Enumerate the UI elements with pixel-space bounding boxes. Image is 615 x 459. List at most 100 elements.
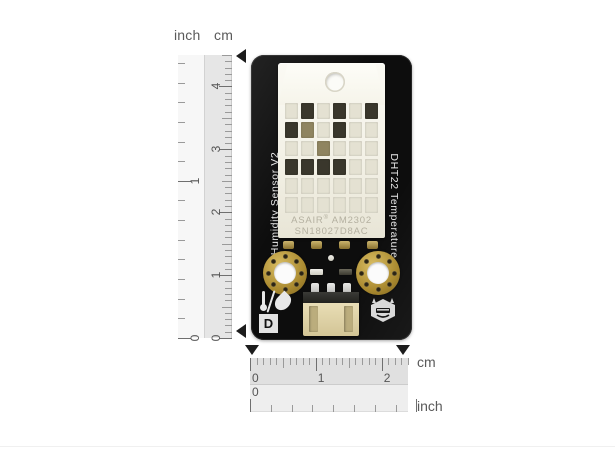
cm-tick <box>225 199 232 201</box>
via-pad <box>282 254 288 259</box>
mounting-hole-left <box>263 251 307 295</box>
mesh-cell <box>333 178 346 195</box>
sensor-brand: ASAIR <box>291 215 324 227</box>
cm-tick <box>222 243 232 245</box>
cm-track-edge <box>231 55 232 338</box>
cm-tick-label: 1 <box>317 371 325 385</box>
inch-row-edge <box>250 411 408 412</box>
mounting-hole-right <box>356 251 400 295</box>
mesh-cell <box>349 159 362 176</box>
inch-tick <box>178 141 185 143</box>
cm-tick <box>225 161 232 163</box>
cm-tick <box>225 312 232 314</box>
cm-tick <box>225 331 232 333</box>
cm-tick <box>348 358 350 368</box>
cm-tick <box>225 294 232 295</box>
cm-tick <box>225 92 232 94</box>
inch-tick <box>333 405 335 412</box>
mesh-cell <box>317 178 330 195</box>
mesh-cell <box>365 140 378 157</box>
cm-tick <box>225 155 232 157</box>
cm-tick <box>342 358 344 365</box>
vertical-ruler-inch-label: inch <box>174 27 201 43</box>
mesh-cell <box>317 197 330 213</box>
cm-tick <box>368 358 370 365</box>
inch-tick <box>270 405 272 412</box>
mesh-cell <box>333 103 346 119</box>
mesh-cell <box>349 140 362 157</box>
mesh-cell <box>285 197 298 213</box>
inch-tick <box>178 338 191 339</box>
vertical-ruler-top-marker <box>236 49 246 63</box>
cm-tick <box>225 130 232 132</box>
mesh-cell <box>285 121 298 138</box>
inch-tick <box>395 405 397 412</box>
via-pad <box>282 287 288 292</box>
mesh-cell <box>301 121 314 138</box>
mesh-cell <box>365 121 378 138</box>
cm-tick <box>225 268 232 270</box>
cm-tick <box>225 281 232 283</box>
mesh-cell <box>301 159 314 176</box>
cm-tick <box>222 180 232 182</box>
cm-tick <box>225 61 232 63</box>
dfrobot-robot-logo-icon <box>368 297 398 324</box>
cm-tick <box>219 86 232 88</box>
via-pad <box>270 258 276 264</box>
cm-tick-label: 0 <box>209 334 223 342</box>
inch-tick <box>353 405 355 412</box>
inch-tick <box>178 180 191 182</box>
smd-resistor-left <box>310 269 323 275</box>
cm-tick <box>296 358 298 365</box>
cm-tick <box>225 80 232 82</box>
cm-tick <box>222 55 232 56</box>
mesh-cell <box>317 121 330 138</box>
mesh-cell <box>317 103 330 119</box>
cm-tick <box>225 319 232 321</box>
cm-tick <box>322 358 324 365</box>
cm-tick <box>225 287 232 289</box>
vertical-ruler-bottom-marker <box>236 324 246 338</box>
cm-tick <box>225 262 232 264</box>
mesh-cell <box>333 197 346 213</box>
solder-pad-row <box>283 241 379 249</box>
cm-tick <box>263 358 265 365</box>
cm-tick <box>361 358 363 365</box>
cm-tick <box>219 212 232 214</box>
inch-tick <box>312 405 314 412</box>
via-pad <box>387 282 393 288</box>
mesh-cell <box>365 178 378 195</box>
registered-mark: ® <box>323 215 329 221</box>
cm-tick-label: 2 <box>209 208 223 216</box>
cm-tick <box>289 358 291 365</box>
connector-top-shell <box>303 292 359 303</box>
sensor-mesh-grid <box>285 103 378 213</box>
inch-tick <box>178 200 185 202</box>
mesh-cell <box>333 121 346 138</box>
mesh-cell <box>349 178 362 195</box>
via-pad <box>375 254 381 259</box>
via-pad <box>387 258 393 264</box>
cm-row-edge <box>250 384 408 385</box>
water-droplet-icon <box>271 290 295 314</box>
mesh-cell <box>301 197 314 213</box>
mesh-cell <box>285 159 298 176</box>
mesh-cell <box>349 121 362 138</box>
cm-tick <box>225 224 232 226</box>
inch-tick <box>178 298 185 300</box>
sensor-model: AM2302 <box>331 215 372 227</box>
cm-tick <box>225 67 232 69</box>
cm-tick <box>219 338 232 339</box>
cm-tick <box>219 149 232 151</box>
cm-tick <box>315 358 317 371</box>
mesh-cell <box>285 178 298 195</box>
cm-tick <box>225 300 232 302</box>
via-pad <box>375 287 381 292</box>
mesh-cell <box>365 159 378 176</box>
cm-tick-label: 2 <box>383 371 391 385</box>
